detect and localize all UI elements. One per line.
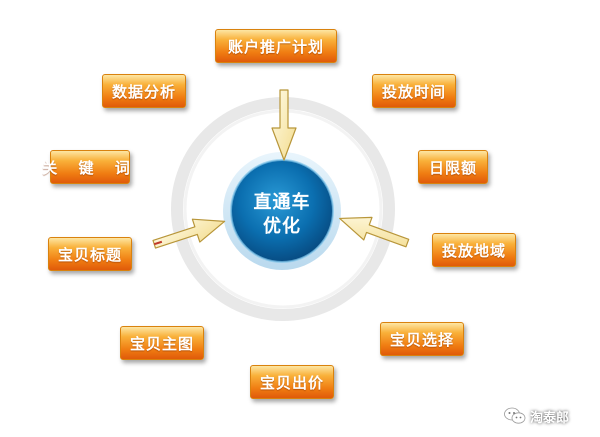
center-label: 直通车 优化: [237, 191, 327, 239]
arrow-top: [271, 89, 297, 161]
center-core: [231, 160, 333, 262]
spoke-item-selection: 宝贝选择: [380, 322, 464, 356]
arrow-left: [152, 218, 226, 249]
spoke-daily-limit: 日限额: [418, 150, 488, 184]
spoke-keywords: 关 键 词: [42, 150, 130, 184]
wechat-icon: [504, 407, 526, 424]
spoke-delivery-time: 投放时间: [372, 74, 456, 108]
spoke-main-image: 宝贝主图: [120, 326, 204, 360]
spoke-data-analysis: 数据分析: [102, 74, 186, 108]
watermark: 淘泰郎: [504, 404, 569, 428]
spoke-account-plan: 账户推广计划: [215, 29, 337, 63]
arrow-right: [339, 216, 410, 248]
spoke-item-bid: 宝贝出价: [250, 365, 334, 399]
center-label-line2: 优化: [263, 216, 301, 237]
watermark-text: 淘泰郎: [530, 410, 570, 426]
center-label-line1: 直通车: [253, 192, 311, 213]
center-highlight: [230, 159, 334, 263]
spoke-item-title: 宝贝标题: [48, 237, 132, 271]
spoke-delivery-region: 投放地域: [432, 233, 516, 267]
